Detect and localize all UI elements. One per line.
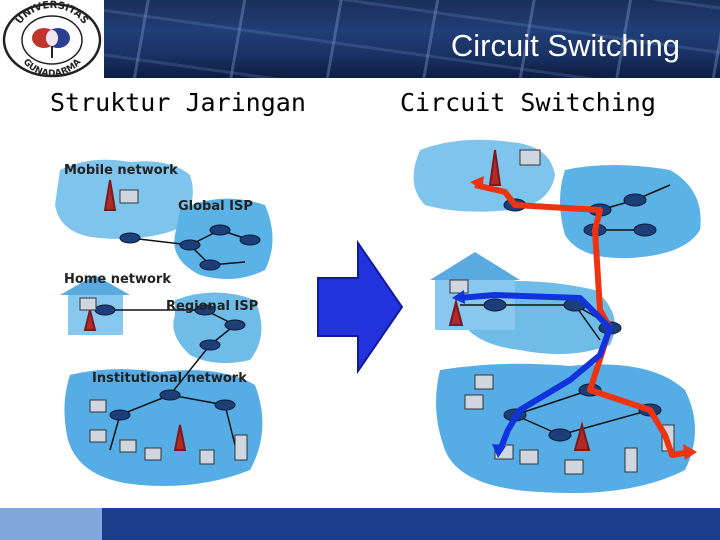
home-network-label: Home network	[64, 272, 171, 287]
global-isp-label: Global ISP	[178, 199, 253, 214]
footer-bar	[0, 508, 720, 540]
header-title: Circuit Switching	[450, 28, 680, 63]
header-bar: UNIVERSITAS GUNADARMA Circuit Switching	[0, 0, 720, 78]
mobile-network-label: Mobile network	[64, 163, 178, 178]
keyboard-background	[100, 0, 720, 78]
red-path-arrow-end-icon	[683, 444, 697, 460]
institutional-network-label: Institutional network	[92, 371, 247, 386]
regional-isp-label: Regional ISP	[166, 299, 258, 314]
footer-accent	[0, 508, 102, 540]
blue-path-arrow-start-icon	[452, 290, 465, 304]
red-path-arrow-start-icon	[470, 176, 484, 190]
university-seal-icon: UNIVERSITAS GUNADARMA	[2, 0, 102, 78]
left-subtitle: Struktur Jaringan	[50, 88, 306, 117]
blue-circuit-path	[457, 292, 613, 452]
transition-arrow-icon	[317, 240, 404, 375]
circuit-switching-diagram	[413, 139, 701, 494]
network-structure-diagram: Mobile network Global ISP Home network R…	[55, 159, 273, 486]
institutional-network-cloud	[64, 369, 263, 486]
global-isp-cloud	[174, 198, 273, 279]
blue-path-arrow-end-icon	[492, 444, 506, 458]
logo-area: UNIVERSITAS GUNADARMA	[0, 0, 104, 78]
right-subtitle: Circuit Switching	[400, 88, 656, 117]
